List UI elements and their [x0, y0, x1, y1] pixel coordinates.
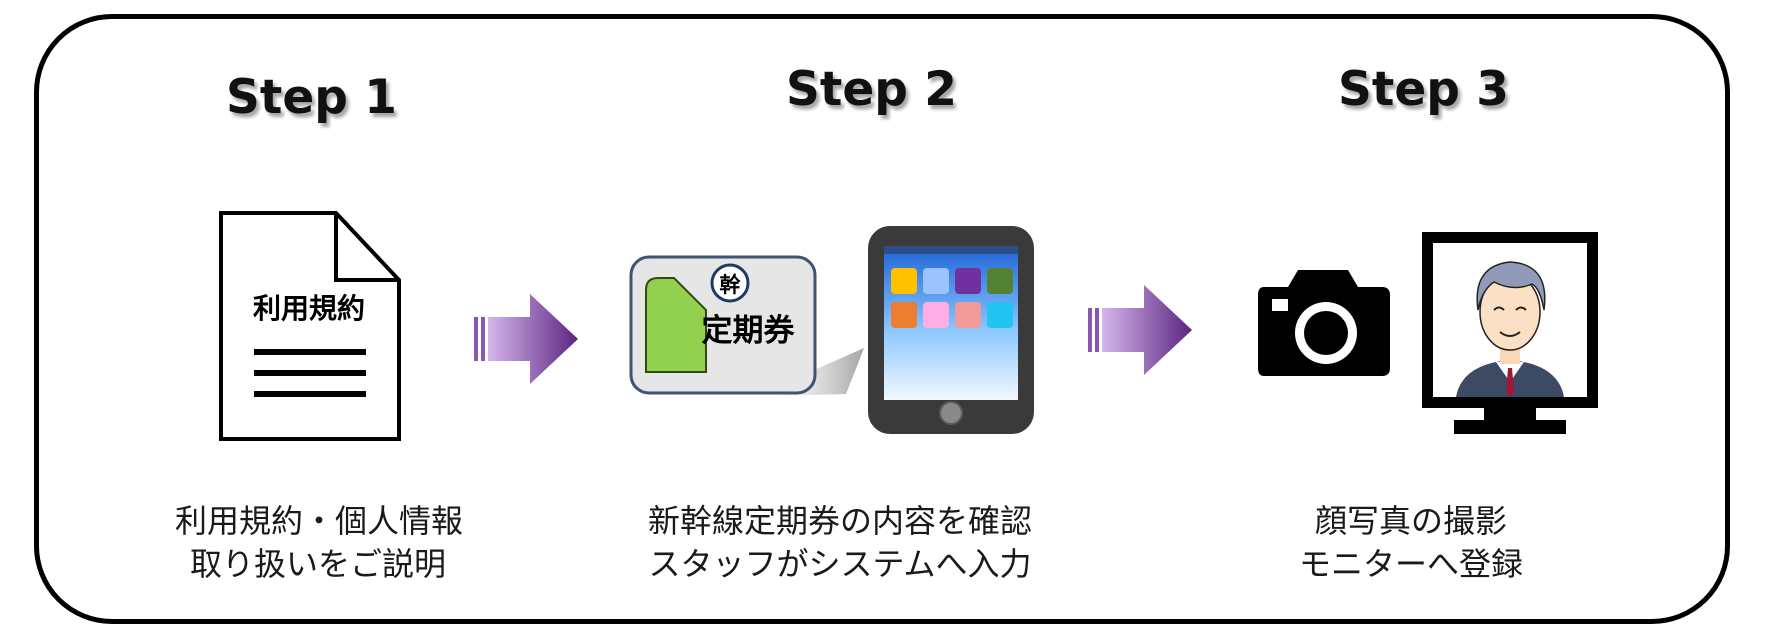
person-avatar [1456, 261, 1564, 397]
arrow-right-icon [1088, 285, 1192, 375]
arrow-right-icon [474, 294, 578, 384]
step-2-title: Step 2 [786, 62, 957, 117]
tablet-icon [868, 226, 1034, 434]
flow-frame [34, 14, 1730, 624]
step-3-caption: 顔写真の撮影 モニターへ登録 [1298, 500, 1524, 586]
step-2-caption-line-2: スタッフがシステムへ入力 [648, 545, 1032, 583]
step-1-title: Step 1 [226, 70, 397, 125]
commuter-pass-card-icon: 幹 定期券 [629, 255, 864, 396]
camera-icon [1258, 270, 1390, 376]
pass-label: 定期券 [702, 313, 796, 349]
step-1-caption-line-1: 利用規約・個人情報 [175, 502, 464, 540]
pass-badge-label: 幹 [720, 273, 742, 297]
step-3-title: Step 3 [1338, 62, 1509, 117]
step-3-caption-line-1: 顔写真の撮影 [1314, 502, 1507, 540]
monitor-with-person-icon [1422, 232, 1598, 434]
document-icon: 利用規約 [219, 211, 401, 441]
step-1-caption: 利用規約・個人情報 取り扱いをご説明 [175, 500, 464, 586]
step-3-caption-line-2: モニターへ登録 [1298, 545, 1523, 583]
document-label: 利用規約 [253, 292, 365, 325]
step-2-caption-line-1: 新幹線定期券の内容を確認 [647, 502, 1032, 540]
step-2-caption: 新幹線定期券の内容を確認 スタッフがシステムへ入力 [642, 500, 1038, 586]
step-1-caption-line-2: 取り扱いをご説明 [189, 545, 446, 583]
